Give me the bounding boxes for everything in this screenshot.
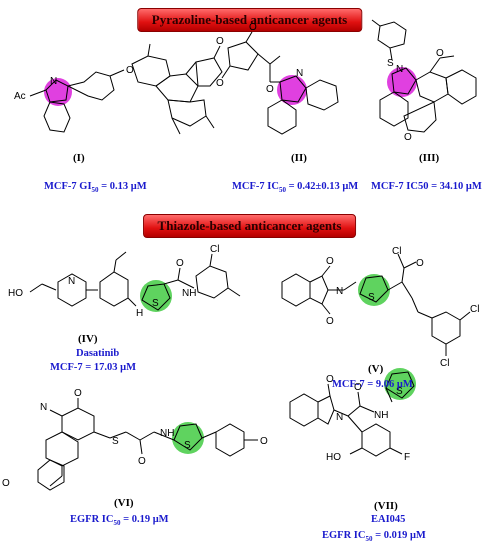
atom-o-v-3: O bbox=[416, 258, 424, 269]
phenyl-ring-ii-a bbox=[305, 79, 339, 111]
atom-o-vii-2: O bbox=[354, 382, 362, 393]
atom-n-iii: N bbox=[396, 64, 403, 75]
atom-n-vii: N bbox=[336, 412, 343, 423]
atom-o-vi-4: O bbox=[260, 436, 268, 447]
atom-cl-iv: Cl bbox=[210, 244, 219, 255]
atom-cl-v-3: Cl bbox=[440, 358, 449, 369]
compound-label-iv: (IV) bbox=[78, 333, 98, 345]
pyrazoline-section-banner: Pyrazoline-based anticancer agents bbox=[136, 8, 363, 32]
activity-v: MCF-7 = 9.06 μM bbox=[332, 379, 413, 390]
atom-o-v: O bbox=[326, 256, 334, 267]
compound-name-dasatinib: Dasatinib bbox=[76, 348, 120, 359]
activity-vi: EGFR IC50 = 0.19 μM bbox=[70, 514, 169, 528]
atom-s-iv: S bbox=[152, 298, 159, 309]
compound-label-iii: (III) bbox=[419, 152, 440, 164]
activity-ii: MCF-7 IC50 = 0.42±0.13 μM bbox=[232, 181, 359, 195]
activity-i: MCF-7 GI50 = 0.13 μM bbox=[44, 181, 147, 195]
atom-o-ii-3: O bbox=[266, 84, 274, 95]
compound-label-i: (I) bbox=[73, 152, 85, 164]
atom-o-v-2: O bbox=[326, 316, 334, 327]
atom-n-v: N bbox=[336, 286, 343, 297]
activity-iii: MCF-7 IC50 = 34.10 μM bbox=[371, 181, 482, 192]
atom-o-vi-3: O bbox=[2, 478, 10, 489]
atom-o-iii-2: O bbox=[404, 132, 412, 143]
phenyl-ring-iii bbox=[379, 91, 409, 127]
atom-o-vi-2: O bbox=[138, 456, 146, 467]
atom-ac: Ac bbox=[14, 91, 26, 102]
atom-n-iv: N bbox=[68, 276, 75, 287]
atom-cl-v-2: Cl bbox=[470, 304, 479, 315]
compound-label-v: (V) bbox=[368, 363, 384, 375]
atom-hn-vi: NH bbox=[160, 428, 174, 439]
atom-o-ii: O bbox=[249, 22, 257, 33]
atom-o-ii-2: O bbox=[216, 78, 224, 89]
compound-label-vii: (VII) bbox=[374, 500, 398, 512]
atom-cl-v: Cl bbox=[392, 246, 401, 257]
atom-ho-iv: HO bbox=[8, 288, 23, 299]
atom-nh-vii: NH bbox=[374, 410, 388, 421]
thiazole-ring-highlight-v bbox=[358, 274, 390, 306]
atom-o-iii: O bbox=[436, 48, 444, 59]
thiazole-ring-highlight-vi bbox=[172, 422, 204, 454]
atom-s-v: S bbox=[368, 292, 375, 303]
atom-n-ii: N bbox=[296, 68, 303, 79]
pyrazoline-ring-highlight-ii bbox=[277, 75, 307, 105]
phenyl-ring-ii-b bbox=[267, 99, 297, 135]
atom-o-i-2: O bbox=[216, 36, 224, 47]
atom-n-i: N bbox=[50, 76, 57, 87]
atom-nh-iv: NH bbox=[182, 288, 196, 299]
atom-o-i: O bbox=[126, 65, 134, 76]
tolyl-ring bbox=[377, 21, 407, 49]
activity-vii: EGFR IC50 = 0.019 μM bbox=[322, 530, 426, 544]
atom-s-vi: S bbox=[112, 436, 119, 447]
atom-n-vi: N bbox=[40, 402, 47, 413]
atom-hn-iv: H bbox=[136, 308, 143, 319]
compound-label-vi: (VI) bbox=[114, 497, 134, 509]
atom-o-vi: O bbox=[74, 388, 82, 399]
atom-s-vi-2: S bbox=[184, 440, 191, 451]
atom-o-iv: O bbox=[176, 258, 184, 269]
atom-ho-vii: HO bbox=[326, 452, 341, 463]
thiazole-section-banner: Thiazole-based anticancer agents bbox=[142, 214, 357, 238]
atom-s-iii: S bbox=[387, 58, 394, 69]
atom-o-vii: O bbox=[326, 374, 334, 385]
atom-f-vii: F bbox=[404, 452, 410, 463]
compound-label-ii: (II) bbox=[291, 152, 307, 164]
pyrazoline-ring-highlight-iii bbox=[387, 67, 417, 97]
pyrazoline-ring-highlight-i bbox=[44, 78, 72, 106]
activity-iv: MCF-7 = 17.03 μM bbox=[50, 362, 136, 373]
atom-s-vii: S bbox=[396, 386, 403, 397]
phenyl-ring-i bbox=[43, 101, 71, 133]
compound-name-eai045: EAI045 bbox=[371, 514, 406, 525]
